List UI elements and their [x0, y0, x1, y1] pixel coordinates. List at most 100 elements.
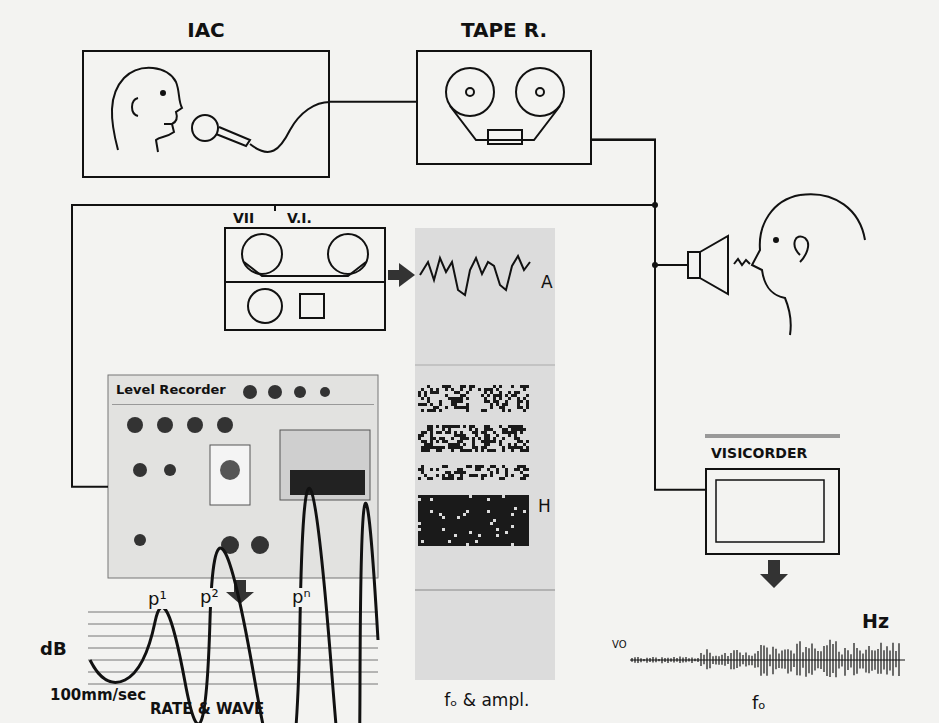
spectrogram-strip: [481, 504, 484, 507]
box-heading: IAC: [187, 20, 225, 41]
box-label: A: [539, 274, 555, 292]
spectrogram-strip: [445, 528, 448, 531]
spectrogram-strip: [484, 528, 487, 531]
spectrogram-strip: [469, 525, 472, 528]
spectrogram-strip: [508, 510, 511, 513]
spectrogram-strip: [418, 540, 421, 543]
spectrogram-strip: [460, 510, 463, 513]
spectrogram-strip: [466, 501, 469, 504]
spectrogram-strip: [430, 391, 433, 394]
spectrogram-strip: [487, 468, 490, 471]
spectrogram-strip: [427, 516, 430, 519]
spectrogram-strip: [439, 446, 442, 449]
spectrogram-strip: [424, 443, 427, 446]
spectrogram-strip: [472, 385, 475, 388]
spectrogram-strip: [463, 510, 466, 513]
spectrogram-strip: [463, 434, 466, 437]
subject-head: [161, 91, 165, 95]
level-recorder-photo: [164, 464, 176, 476]
spectrogram-strip: [466, 403, 469, 406]
spectrogram-strip: [475, 537, 478, 540]
spectrogram-strip: [445, 465, 448, 468]
spectrogram-strip: [439, 543, 442, 546]
spectrogram-strip: [481, 394, 484, 397]
spectrogram-strip: [454, 431, 457, 434]
fo-waveform: [859, 651, 860, 669]
spectrogram-strip: [421, 446, 424, 449]
spectrogram-strip: [484, 522, 487, 525]
spectrogram-strip: [448, 531, 451, 534]
spectrogram-strip: [421, 507, 424, 510]
spectrogram-strip: [430, 409, 433, 412]
spectrogram-strip: [448, 397, 451, 400]
fo-waveform: [733, 650, 734, 669]
spectrogram-strip: [463, 406, 466, 409]
spectrogram-strip: [517, 400, 520, 403]
fo-waveform: [772, 647, 773, 675]
spectrogram-strip: [448, 543, 451, 546]
spectrogram-strip: [493, 510, 496, 513]
spectrogram-strip: [484, 495, 487, 498]
spectrogram-strip: [451, 531, 454, 534]
spectrogram-strip: [433, 531, 436, 534]
axis-unit: dB: [40, 640, 67, 659]
spectrogram-strip: [442, 440, 445, 443]
spectrogram-strip: [493, 449, 496, 452]
spectrogram-strip: [481, 543, 484, 546]
fo-waveform: [862, 653, 863, 668]
spectrogram-strip: [424, 534, 427, 537]
spectrogram-strip: [502, 446, 505, 449]
spectrogram-strip: [415, 228, 555, 680]
spectrogram-strip: [454, 537, 457, 540]
spectrogram-strip: [478, 501, 481, 504]
spectrogram-strip: [436, 504, 439, 507]
spectrogram-strip: [526, 531, 529, 534]
spectrogram-strip: [427, 501, 430, 504]
spectrogram-strip: [418, 537, 421, 540]
spectrogram-strip: [520, 537, 523, 540]
spectrogram-strip: [475, 516, 478, 519]
spectrogram-strip: [427, 425, 430, 428]
spectrogram-strip: [466, 397, 469, 400]
spectrogram-strip: [508, 531, 511, 534]
spectrogram-strip: [436, 495, 439, 498]
spectrogram-strip: [505, 498, 508, 501]
spectrogram-strip: [511, 504, 514, 507]
spectrogram-strip: [469, 428, 472, 431]
spectrogram-strip: [472, 507, 475, 510]
spectrogram-strip: [481, 525, 484, 528]
fo-waveform: [760, 645, 761, 676]
spectrogram-strip: [496, 510, 499, 513]
spectrogram-strip: [481, 519, 484, 522]
spectrogram-strip: [481, 501, 484, 504]
signal-line: [330, 101, 416, 103]
spectrogram-strip: [421, 465, 424, 468]
spectrogram-strip: [499, 531, 502, 534]
spectrogram-strip: [511, 531, 514, 534]
spectrogram-strip: [457, 525, 460, 528]
spectrogram-strip: [445, 498, 448, 501]
spectrogram-strip: [514, 537, 517, 540]
spectrogram-strip: [421, 504, 424, 507]
spectrogram-strip: [451, 528, 454, 531]
spectrogram-strip: [523, 537, 526, 540]
spectrogram-strip: [454, 540, 457, 543]
listener-head: [795, 236, 809, 262]
spectrogram-strip: [454, 543, 457, 546]
spectrogram-strip: [472, 498, 475, 501]
spectrogram-strip: [421, 543, 424, 546]
spectrogram-strip: [499, 477, 502, 480]
spectrogram-strip: [481, 528, 484, 531]
fo-waveform: [685, 657, 686, 662]
spectrogram-strip: [505, 431, 508, 434]
spectrogram-strip: [466, 495, 469, 498]
spectrogram-strip: [466, 498, 469, 501]
spectrogram-strip: [445, 431, 448, 434]
spectrogram-strip: [526, 522, 529, 525]
spectrogram-strip: [460, 431, 463, 434]
spectrogram-strip: [520, 534, 523, 537]
spectrogram-strip: [454, 403, 457, 406]
spectrogram-strip: [448, 443, 451, 446]
fo-waveform: [630, 640, 905, 677]
